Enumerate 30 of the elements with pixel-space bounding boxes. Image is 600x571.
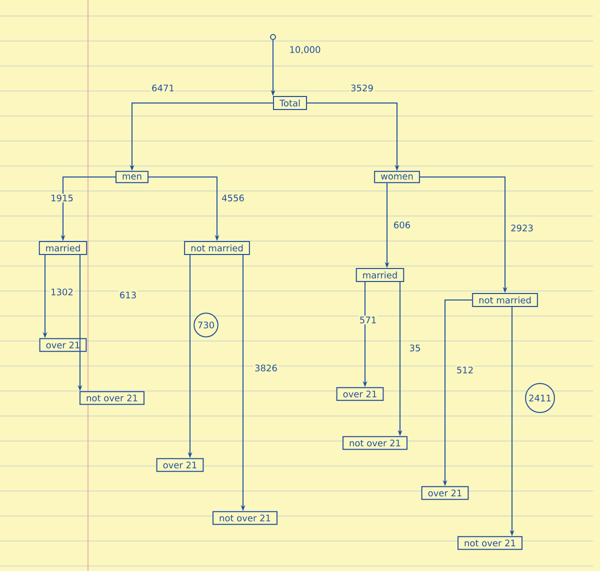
category-box: not married — [184, 241, 250, 255]
edge-label: 606 — [392, 220, 412, 230]
category-box: not over 21 — [458, 536, 522, 550]
category-box: men — [116, 170, 148, 184]
edge-label: 1915 — [50, 194, 74, 202]
category-box: women — [374, 170, 420, 184]
category-box: over 21 — [336, 387, 384, 401]
edge-label: 571 — [358, 316, 378, 324]
edge-label: 2923 — [510, 224, 534, 232]
edge-label: 35 — [408, 344, 422, 352]
category-box: over 21 — [421, 486, 469, 500]
circled-number: 730 — [194, 312, 218, 338]
category-box: Total — [273, 96, 307, 110]
category-box: not married — [472, 293, 538, 307]
category-box: not over 21 — [342, 436, 408, 450]
category-box: not over 21 — [212, 511, 278, 525]
category-box: over 21 — [39, 338, 87, 352]
edge-label: 10,000 — [288, 45, 322, 55]
category-box: over 21 — [156, 458, 204, 472]
category-box: not over 21 — [80, 391, 144, 405]
category-box: married — [38, 241, 88, 255]
edge-label: 613 — [118, 290, 138, 300]
edge-label: 4556 — [220, 194, 246, 202]
edge-label: 3826 — [254, 364, 278, 372]
edge-label: 6471 — [150, 84, 176, 92]
edge-label: 1302 — [50, 288, 74, 296]
edge-label: 512 — [455, 366, 475, 374]
category-box: married — [356, 268, 404, 282]
circled-number: 2411 — [525, 383, 555, 413]
edge-label: 3529 — [350, 84, 374, 92]
